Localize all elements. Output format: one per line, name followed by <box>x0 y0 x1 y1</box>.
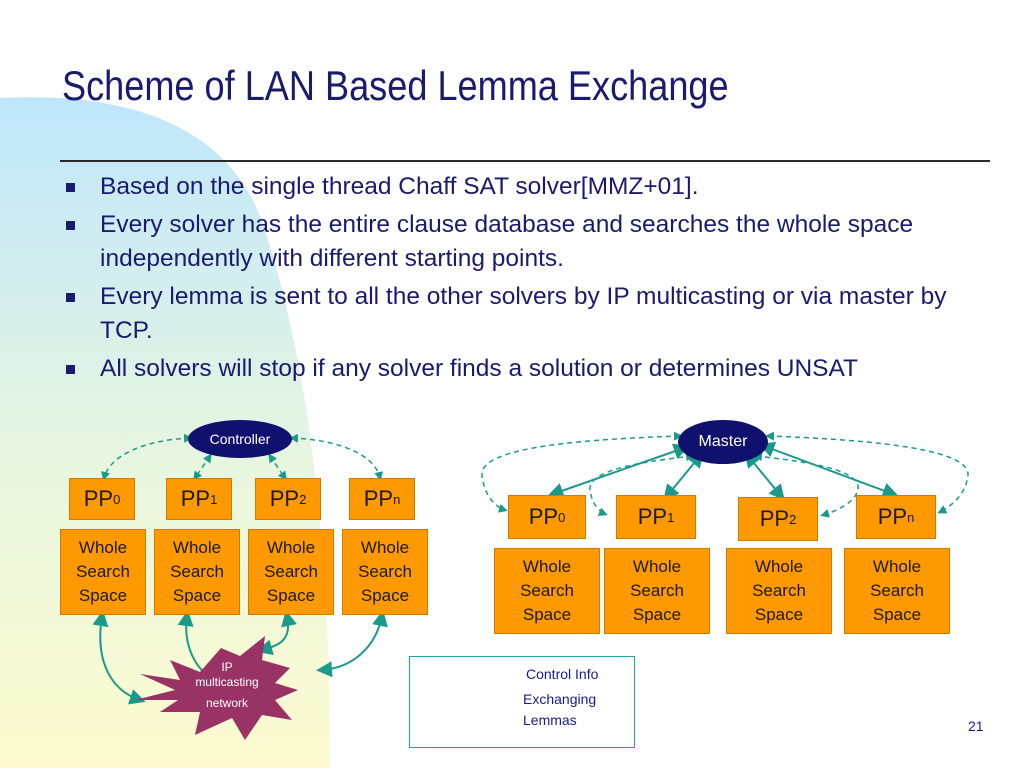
control-line <box>481 431 683 513</box>
lemma-line <box>744 451 785 501</box>
title-divider <box>60 160 990 162</box>
bullet-item: Every lemma is sent to all the other sol… <box>64 280 984 348</box>
control-line <box>589 452 695 516</box>
lemma-line <box>758 441 899 499</box>
controller-node: Controller <box>188 420 292 458</box>
bullet-square-icon <box>66 221 75 230</box>
bullet-item: All solvers will stop if any solver find… <box>64 352 984 386</box>
bullet-square-icon <box>66 293 75 302</box>
legend-lemmas-label: Lemmas <box>523 712 577 728</box>
control-line <box>289 433 384 481</box>
bullet-square-icon <box>66 183 75 192</box>
control-line <box>765 431 969 514</box>
bullet-list: Based on the single thread Chaff SAT sol… <box>64 170 984 390</box>
bullet-item: Based on the single thread Chaff SAT sol… <box>64 170 984 204</box>
page-number: 21 <box>968 718 984 734</box>
lemma-line <box>256 610 297 656</box>
legend-exchanging-label: Exchanging <box>523 691 597 707</box>
slide-title: Scheme of LAN Based Lemma Exchange <box>62 62 729 109</box>
lemma-line <box>92 610 146 705</box>
control-line <box>101 433 193 481</box>
ip-multicasting-network-label: IP multicasting network <box>195 660 259 710</box>
master-node: Master <box>678 420 768 464</box>
control-line <box>193 453 212 481</box>
ip-multicasting-network-shape <box>135 636 298 740</box>
legend-box <box>409 656 635 748</box>
bullet-square-icon <box>66 365 75 374</box>
bullet-item: Every solver has the entire clause datab… <box>64 208 984 276</box>
lemma-line <box>316 610 388 678</box>
lemma-line <box>663 451 704 501</box>
control-line <box>268 453 287 481</box>
lemma-line <box>547 443 690 499</box>
legend-control-info-label: Control Info <box>526 666 599 682</box>
